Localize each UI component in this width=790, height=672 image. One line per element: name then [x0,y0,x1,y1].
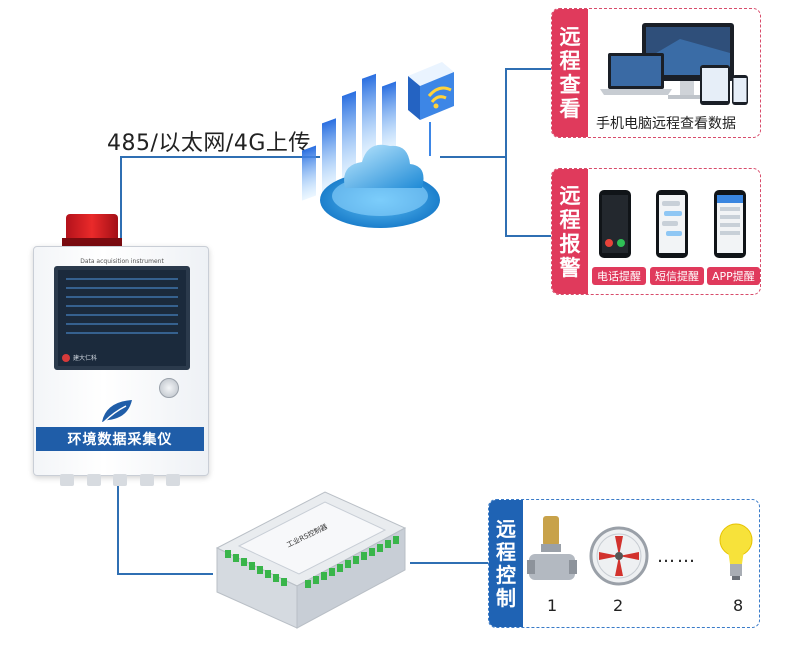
protocol-label: 485/以太网/4G上传 [107,131,311,156]
remote-view-panel: 远 程 查 看 手机电脑远程查看数据 [551,8,761,138]
light-bulb-icon [719,523,753,580]
remote-control-panel: 远 程 控 制 …… 1 2 8 [488,499,760,628]
link-to-control-panel [410,562,488,564]
leaf-logo-icon [102,400,132,423]
reminder-call: 电话提醒 [592,267,646,285]
power-button[interactable] [159,378,179,398]
link-device-down [117,478,119,574]
cloud-icon [302,62,454,228]
remote-alarm-tag: 远 程 报 警 [552,169,588,294]
devices-illustration [600,23,748,105]
collector-name: 环境数据采集仪 [36,427,204,451]
brand-logo-icon [62,353,70,362]
link-vertical-branch [505,68,507,236]
brand-name: 建大仁科 [73,355,98,362]
fan-icon [589,526,649,586]
app-phone-icon [714,190,746,258]
link-cloud-right [440,156,506,158]
link-to-alarm-panel [505,235,551,237]
phone-call-icon [599,190,631,258]
item-label-8: 8 [733,596,744,615]
link-to-view-panel [505,68,551,70]
remote-view-tag: 远 程 查 看 [552,9,588,137]
link-device-up [120,156,122,248]
remote-view-caption: 手机电脑远程查看数据 [596,116,736,132]
relay-controller [215,491,407,629]
collector-screen: Data acquisition instrument 建大仁科 [54,258,190,370]
alarm-light [62,214,122,246]
remote-control-tag: 远 程 控 制 [489,500,523,627]
item-label-2: 2 [613,596,624,615]
link-to-controller [117,573,213,575]
solenoid-valve-icon [527,516,577,580]
remote-alarm-panel: 远 程 报 警 电话提醒 短信提醒 APP提醒 [551,168,761,295]
screen-title: Data acquisition instrument [80,258,164,265]
ellipsis: …… [657,546,697,567]
link-to-cloud [120,156,320,158]
reminder-app: APP提醒 [707,267,760,285]
reminder-sms: 短信提醒 [650,267,704,285]
item-label-1: 1 [547,596,558,615]
cable-glands [60,474,180,486]
sms-phone-icon [656,190,688,258]
